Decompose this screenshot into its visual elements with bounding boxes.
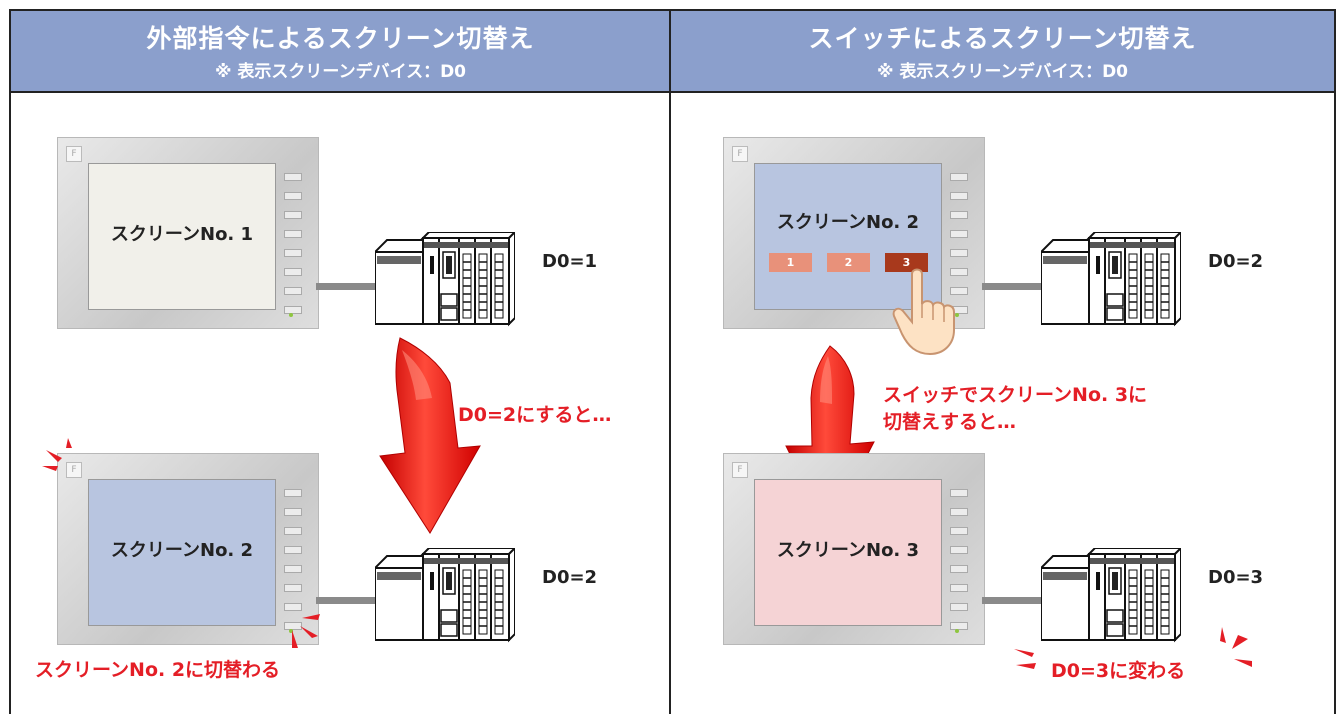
panel-header: 外部指令によるスクリーン切替え ※ 表示スクリーンデバイス：D0: [11, 9, 670, 93]
hmi-terminal: F スクリーンNo. 2 1 2 3: [723, 137, 985, 329]
function-keys: [284, 173, 302, 325]
panel-title: 外部指令によるスクリーン切替え: [146, 24, 535, 53]
plc-unit: [1041, 548, 1181, 646]
power-led: [955, 629, 959, 633]
arrow-caption-line1: スイッチでスクリーンNo. 3に: [883, 384, 1148, 406]
screen-switch-3[interactable]: 3: [885, 253, 928, 272]
brand-logo-icon: F: [66, 146, 82, 162]
panel-title: スイッチによるスクリーン切替え: [808, 24, 1197, 53]
screen-label: スクリーンNo. 2: [776, 212, 920, 233]
device-value-label: D0=2: [1208, 251, 1264, 272]
connection-cable: [982, 283, 1042, 290]
sparkle-icon: [42, 438, 72, 471]
panel-subtitle: ※ 表示スクリーンデバイス：D0: [876, 62, 1129, 82]
hmi-screen: スクリーンNo. 2: [88, 479, 276, 626]
screen-switch-2[interactable]: 2: [827, 253, 870, 272]
plc-unit: [375, 548, 515, 646]
connection-cable: [316, 597, 376, 604]
panel-header: スイッチによるスクリーン切替え ※ 表示スクリーンデバイス：D0: [671, 9, 1334, 93]
device-value-label: D0=1: [542, 251, 598, 272]
device-value-label: D0=3: [1208, 567, 1264, 588]
connection-cable: [316, 283, 376, 290]
panel-subtitle: ※ 表示スクリーンデバイス：D0: [214, 62, 467, 82]
hmi-screen: スクリーンNo. 3: [754, 479, 942, 626]
pointing-hand-icon: [892, 268, 955, 356]
arrow-caption: D0=2にすると…: [458, 404, 612, 426]
brand-logo-icon: F: [732, 462, 748, 478]
panel-switch: スイッチによるスクリーン切替え ※ 表示スクリーンデバイス：D0: [669, 9, 1336, 714]
result-caption: D0=3に変わる: [1051, 660, 1186, 682]
plc-unit: [1041, 232, 1181, 330]
brand-logo-icon: F: [732, 146, 748, 162]
power-led: [289, 629, 293, 633]
hmi-terminal: F スクリーンNo. 1: [57, 137, 319, 329]
panel-external-command: 外部指令によるスクリーン切替え ※ 表示スクリーンデバイス：D0: [9, 9, 670, 714]
plc-unit: [375, 232, 515, 330]
result-caption: スクリーンNo. 2に切替わる: [35, 659, 281, 681]
function-keys: [950, 489, 968, 641]
screen-label: スクリーンNo. 2: [110, 540, 254, 561]
screen-label: スクリーンNo. 3: [776, 540, 920, 561]
hmi-terminal: F スクリーンNo. 3: [723, 453, 985, 645]
screen-label: スクリーンNo. 1: [110, 224, 254, 245]
power-led: [289, 313, 293, 317]
function-keys: [284, 489, 302, 641]
hmi-screen: スクリーンNo. 2 1 2 3: [754, 163, 942, 310]
hmi-screen: スクリーンNo. 1: [88, 163, 276, 310]
screen-switch-1[interactable]: 1: [769, 253, 812, 272]
brand-logo-icon: F: [66, 462, 82, 478]
connection-cable: [982, 597, 1042, 604]
device-value-label: D0=2: [542, 567, 598, 588]
down-arrow: [379, 337, 481, 534]
sparkle-icon: [1220, 627, 1252, 667]
hmi-terminal: F スクリーンNo. 2: [57, 453, 319, 645]
power-led: [955, 313, 959, 317]
arrow-caption-line2: 切替えすると…: [883, 411, 1017, 433]
function-keys: [950, 173, 968, 325]
sparkle-icon: [292, 614, 320, 648]
sparkle-icon: [1014, 649, 1036, 669]
